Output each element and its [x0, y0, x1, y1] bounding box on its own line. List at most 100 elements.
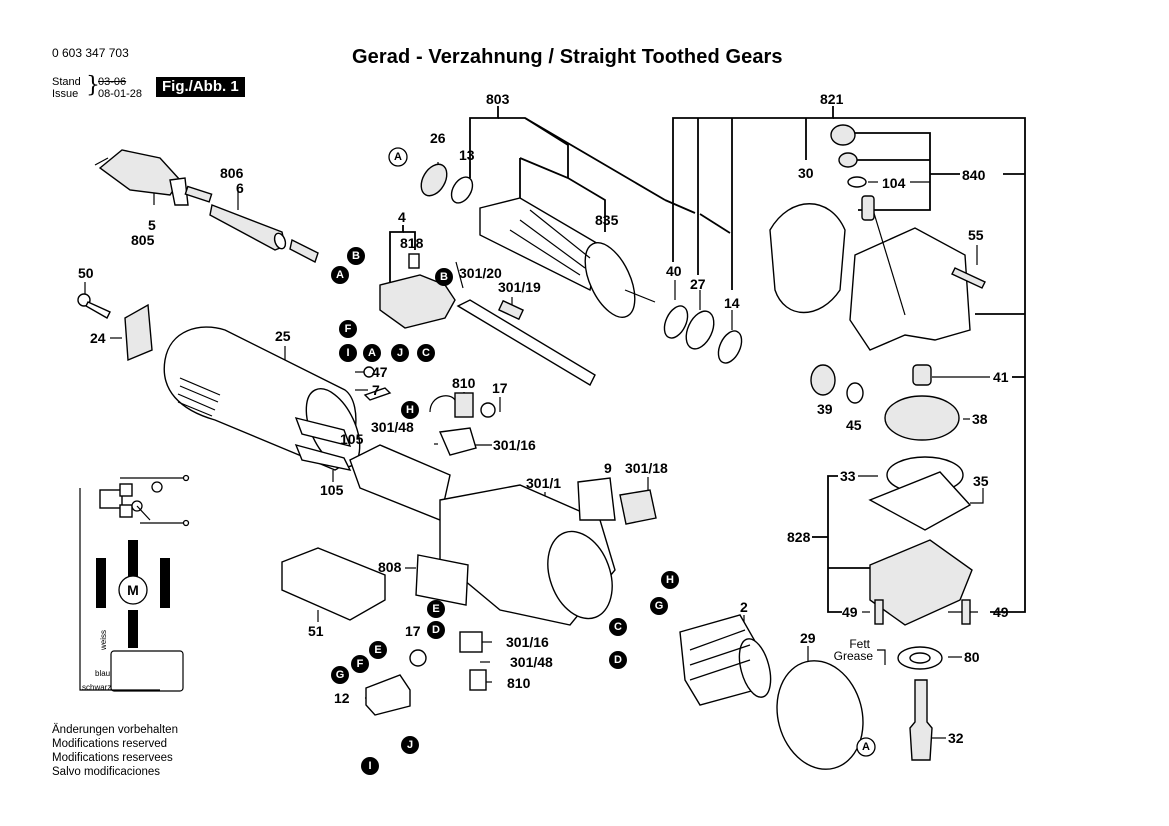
connector-g-suppressor: G [331, 666, 349, 684]
bevel-gear-38 [884, 395, 960, 441]
label-41: 41 [993, 369, 1009, 385]
label-105-lower: 105 [320, 482, 344, 498]
svg-text:E: E [432, 603, 439, 615]
screw-50 [77, 293, 111, 319]
spindle-32 [909, 679, 933, 761]
label-17-top: 17 [492, 380, 508, 396]
label-810-top: 810 [452, 375, 476, 391]
label-14: 14 [724, 295, 740, 311]
label-301-48-lower: 301/48 [510, 654, 553, 670]
label-27: 27 [690, 276, 706, 292]
brace-icon: } [86, 73, 100, 98]
wire-white-label: weiss [99, 630, 108, 651]
brush-holder-lower [459, 631, 483, 653]
switch-carrier [349, 444, 451, 521]
label-808 [415, 554, 469, 606]
issue-date: 08-01-28 [98, 88, 143, 100]
carbon-brush-810 [454, 392, 474, 418]
label-805: 805 [131, 232, 155, 248]
label-2: 2 [740, 599, 748, 615]
lock-pin [861, 195, 875, 221]
label-50: 50 [78, 265, 94, 281]
connector-c-stator: C [609, 618, 627, 636]
connector-j-holder: J [391, 344, 409, 362]
wiring-diagram: M weiss blau schwarz [79, 474, 190, 692]
connector-b-holder: B [435, 268, 453, 286]
connector-e-switch: E [427, 600, 445, 618]
label-26: 26 [430, 130, 446, 146]
cord-sleeve [209, 204, 286, 251]
bearing-26 [420, 163, 448, 197]
svg-text:B: B [352, 250, 360, 262]
svg-text:H: H [666, 574, 674, 586]
screw-55 [951, 267, 986, 289]
label-13: 13 [459, 147, 475, 163]
grease-label-en: Grease [834, 649, 874, 663]
o-ring-104 [847, 176, 867, 188]
cable-end [289, 238, 319, 263]
label-828: 828 [787, 529, 811, 545]
switch-knob [619, 489, 657, 525]
note-fr: Modifications reservees [52, 752, 173, 764]
brush-holder [379, 274, 456, 329]
label-301-20: 301/20 [459, 265, 502, 281]
connector-h-brush: H [401, 401, 419, 419]
label-301-16-lower: 301/16 [506, 634, 549, 650]
modification-notes: Änderungen vorbehalten Modifications res… [52, 723, 178, 779]
nut-45 [846, 382, 864, 404]
issue-label: Issue [52, 88, 79, 100]
gasket-35 [868, 471, 972, 531]
wire-blue-label: blau [95, 669, 110, 678]
parts [77, 124, 986, 770]
svg-text:I: I [368, 760, 371, 772]
bearing-plate [769, 203, 846, 314]
screw-49-right [961, 599, 971, 625]
label-51: 51 [308, 623, 324, 639]
ring-27 [685, 310, 715, 350]
stand-label: Stand [52, 76, 81, 88]
brush-spring-lower [409, 649, 427, 667]
wire-black-label: schwarz [82, 683, 111, 692]
label-30: 30 [798, 165, 814, 181]
label-301-16-top: 301/16 [493, 437, 536, 453]
label-810-lower: 810 [507, 675, 531, 691]
svg-text:F: F [345, 323, 352, 335]
label-301-18: 301/18 [625, 460, 668, 476]
svg-text:I: I [346, 347, 349, 359]
label-301-48-top: 301/48 [371, 419, 414, 435]
svg-text:E: E [374, 644, 381, 656]
label-104: 104 [882, 175, 906, 191]
svg-text:C: C [422, 347, 430, 359]
svg-text:G: G [655, 600, 664, 612]
part-number: 0 603 347 703 [52, 46, 129, 60]
label-9: 9 [604, 460, 612, 476]
label-803: 803 [486, 91, 510, 107]
label-105-upper: 105 [340, 431, 364, 447]
svg-text:A: A [862, 741, 870, 753]
label-17-lower: 17 [405, 623, 421, 639]
label-35: 35 [973, 473, 989, 489]
motor-housing-cover [163, 326, 361, 471]
label-301-1: 301/1 [526, 475, 561, 491]
figure-badge: Fig./Abb. 1 [156, 77, 245, 97]
label-840: 840 [962, 167, 986, 183]
lock-spring [838, 152, 858, 168]
label-47: 47 [372, 364, 388, 380]
note-en: Modifications reserved [52, 738, 168, 750]
connector-a-baffle: A [856, 737, 876, 757]
svg-text:J: J [397, 347, 403, 359]
label-32: 32 [948, 730, 964, 746]
pinion-39 [810, 364, 836, 396]
svg-text:G: G [336, 669, 345, 681]
connector-f-holder: F [339, 320, 357, 338]
label-40: 40 [666, 263, 682, 279]
circlip-40 [663, 305, 689, 339]
bearing-13 [450, 176, 474, 204]
connector-e-suppressor: E [369, 641, 387, 659]
connector-d-switch: D [427, 621, 445, 639]
svg-text:H: H [406, 404, 414, 416]
svg-text:A: A [336, 269, 344, 281]
grease-label-de: Fett [849, 637, 870, 651]
armature [479, 197, 656, 318]
